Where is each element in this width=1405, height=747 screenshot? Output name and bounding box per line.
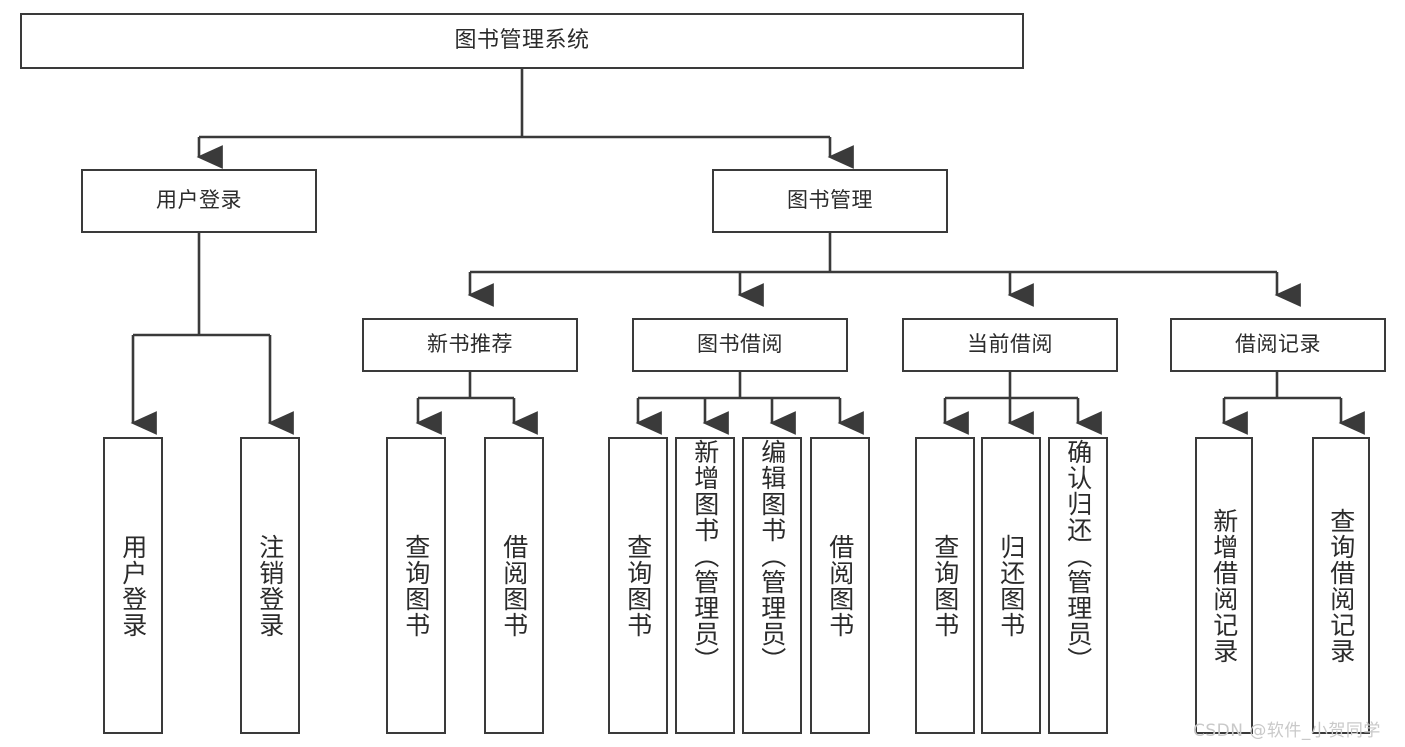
node-book-borrow[interactable]: 图书借阅 [632, 318, 848, 372]
leaf-return-book[interactable]: 归还图书 [981, 437, 1041, 734]
node-label: 归还图书 [996, 533, 1026, 638]
node-label: 当前借阅 [967, 332, 1053, 357]
csdn-watermark: CSDN @软件_小贺同学 [1193, 721, 1381, 741]
node-label: 用户登录 [156, 188, 242, 213]
node-label: 新增图书（管理员） [690, 439, 720, 673]
node-new-book-recommend[interactable]: 新书推荐 [362, 318, 578, 372]
node-label: 借阅图书 [825, 533, 855, 638]
node-label: 确认归还（管理员） [1063, 439, 1093, 673]
node-label: 编辑图书（管理员） [757, 439, 787, 673]
node-user-login[interactable]: 用户登录 [81, 169, 317, 233]
node-label: 查询借阅记录 [1326, 507, 1356, 664]
node-label: 新增借阅记录 [1209, 507, 1239, 664]
leaf-borrow-book-recommend[interactable]: 借阅图书 [484, 437, 544, 734]
leaf-add-book-admin[interactable]: 新增图书（管理员） [675, 437, 735, 734]
node-current-borrow[interactable]: 当前借阅 [902, 318, 1118, 372]
node-label: 借阅图书 [499, 533, 529, 638]
leaf-query-book-current[interactable]: 查询图书 [915, 437, 975, 734]
node-label: 用户登录 [118, 533, 148, 638]
leaf-user-login[interactable]: 用户登录 [103, 437, 163, 734]
node-label: 图书借阅 [697, 332, 783, 357]
node-label: 查询图书 [930, 533, 960, 638]
node-root-system[interactable]: 图书管理系统 [20, 13, 1024, 69]
leaf-edit-book-admin[interactable]: 编辑图书（管理员） [742, 437, 802, 734]
node-book-management[interactable]: 图书管理 [712, 169, 948, 233]
leaf-borrow-book[interactable]: 借阅图书 [810, 437, 870, 734]
node-borrow-records[interactable]: 借阅记录 [1170, 318, 1386, 372]
node-label: 查询图书 [623, 533, 653, 638]
node-label: 注销登录 [255, 533, 285, 638]
leaf-add-borrow-record[interactable]: 新增借阅记录 [1195, 437, 1253, 734]
node-label: 图书管理系统 [454, 27, 590, 53]
node-label: 查询图书 [401, 533, 431, 638]
leaf-query-borrow-record[interactable]: 查询借阅记录 [1312, 437, 1370, 734]
leaf-query-book-recommend[interactable]: 查询图书 [386, 437, 446, 734]
node-label: 图书管理 [787, 188, 873, 213]
node-label: 新书推荐 [427, 332, 513, 357]
node-label: 借阅记录 [1235, 332, 1321, 357]
leaf-confirm-return-admin[interactable]: 确认归还（管理员） [1048, 437, 1108, 734]
leaf-logout[interactable]: 注销登录 [240, 437, 300, 734]
leaf-query-book-borrow[interactable]: 查询图书 [608, 437, 668, 734]
